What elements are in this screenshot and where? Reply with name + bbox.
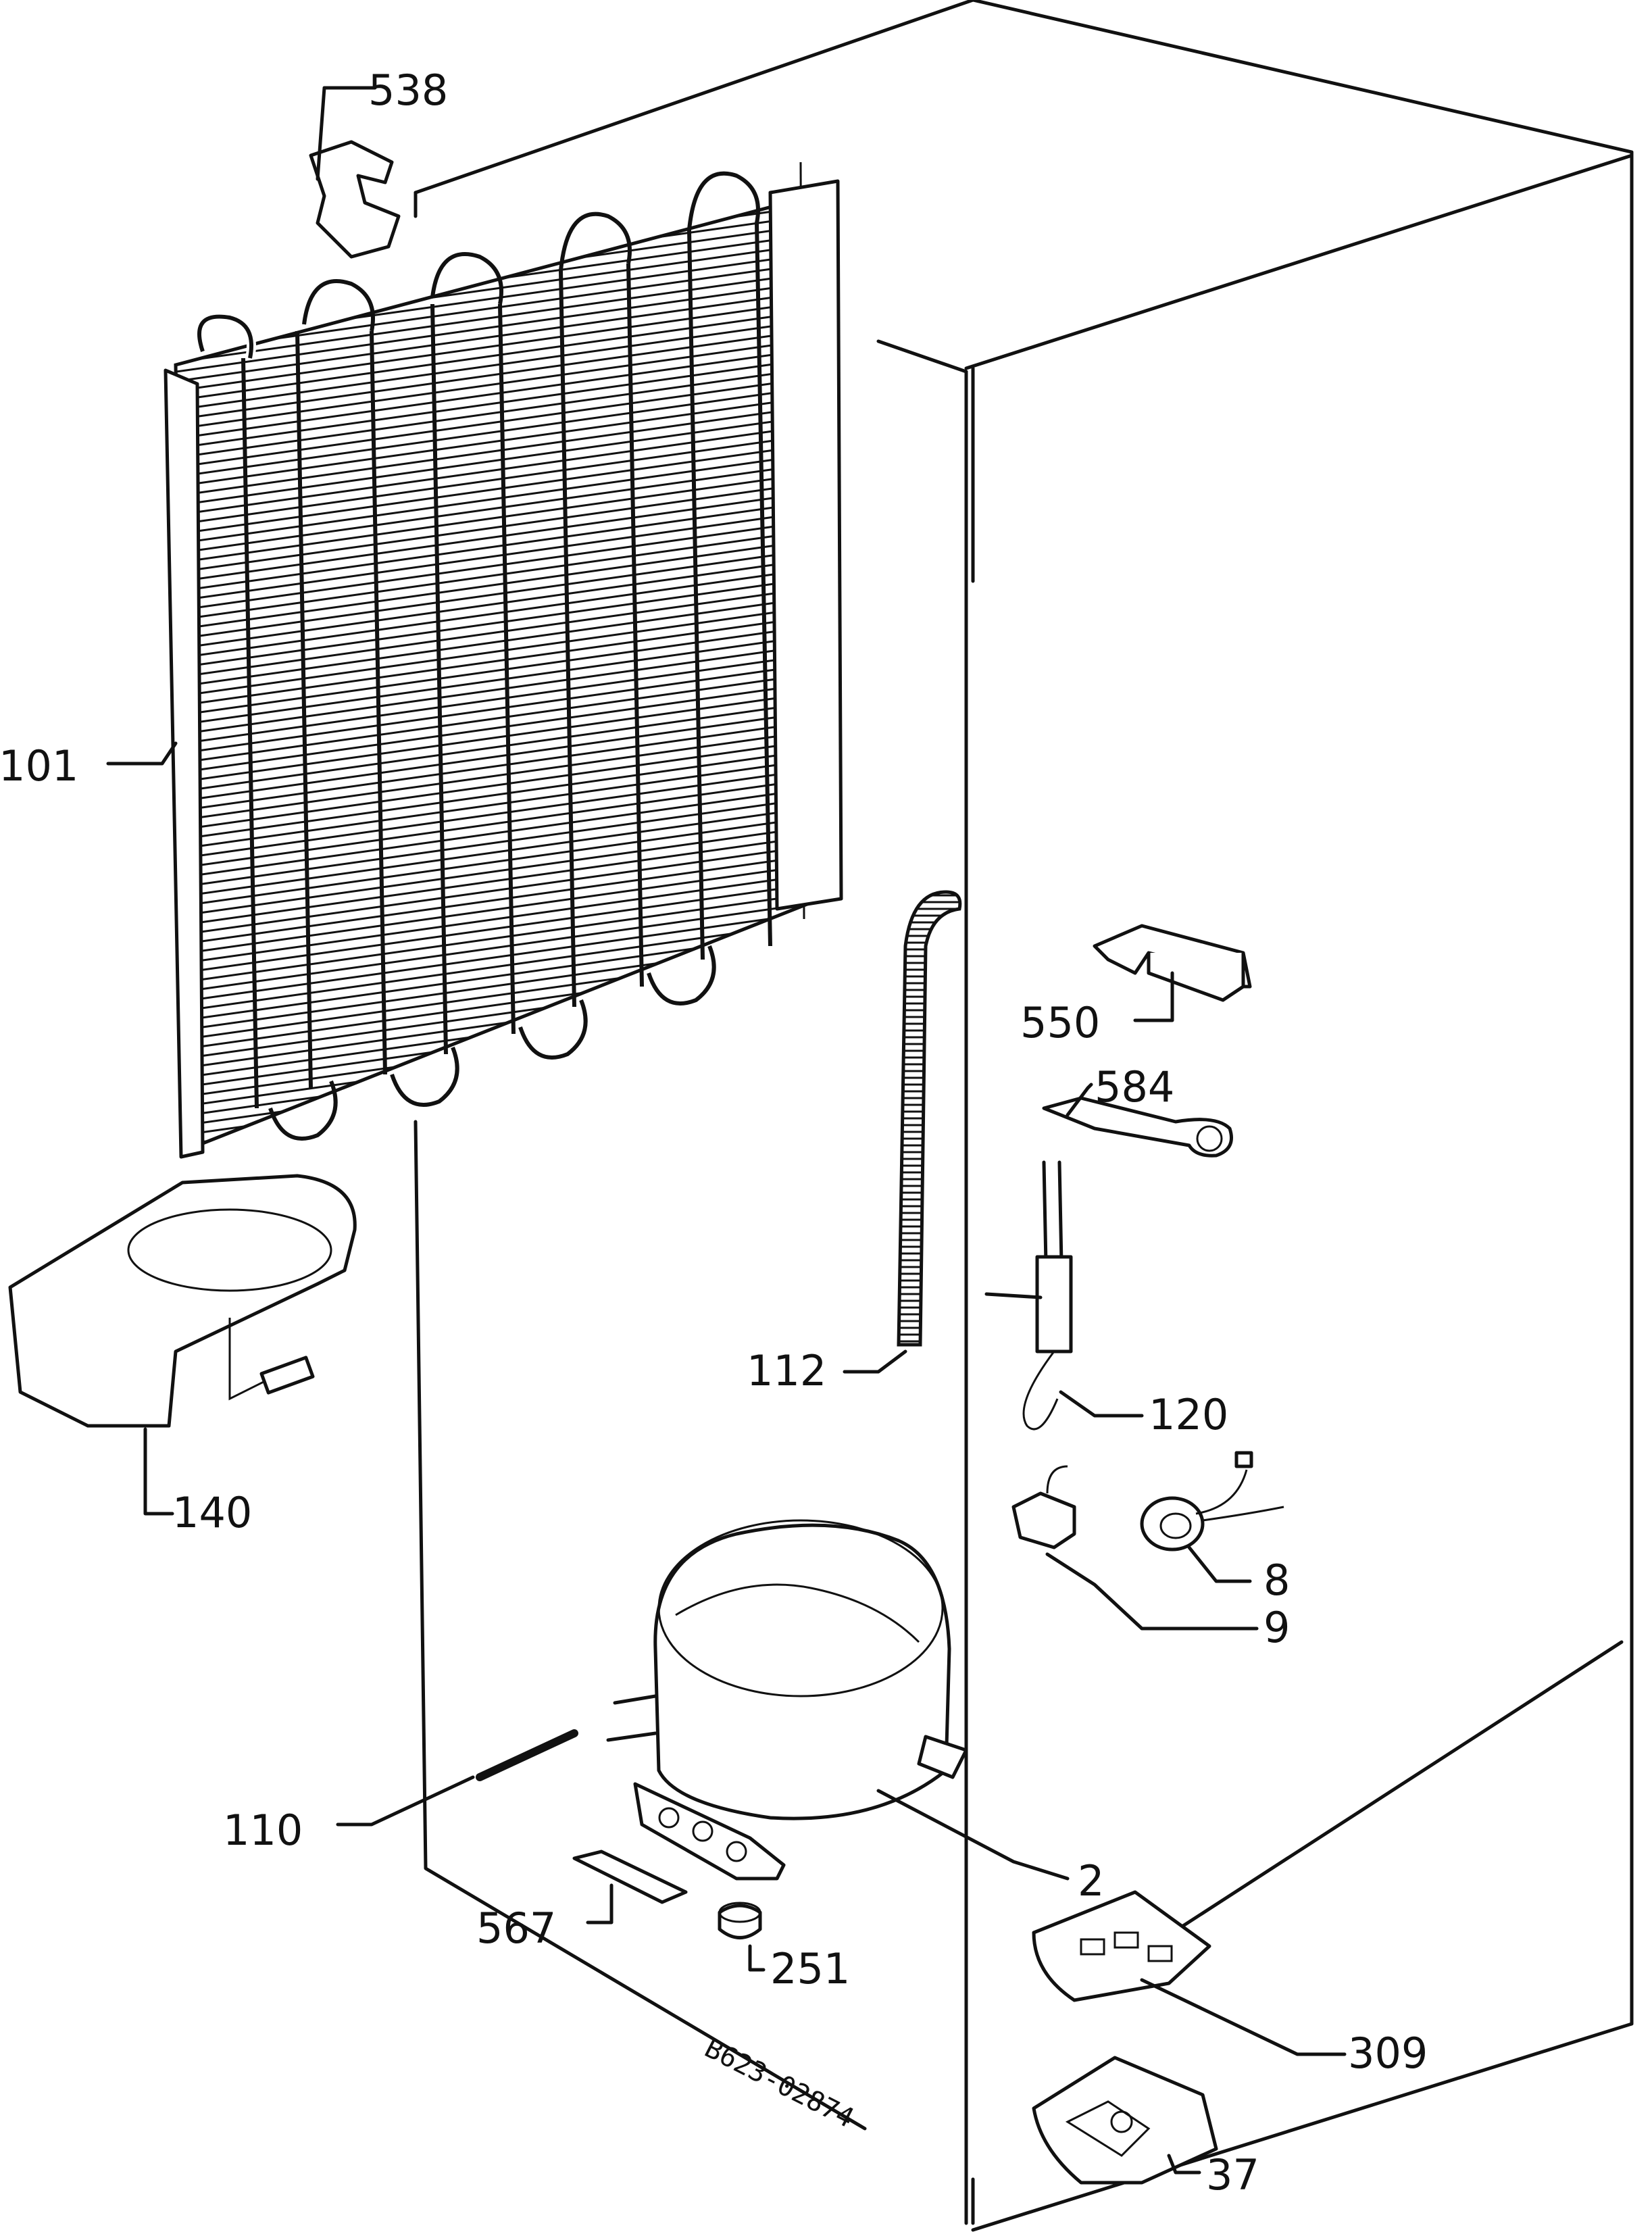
callout-9: 9 [1263, 1603, 1290, 1652]
drip-tray-140 [8, 1174, 357, 1516]
compressor-2 [606, 1519, 1070, 1881]
thermostat-120 [984, 1160, 1144, 1431]
plate-567 [572, 1850, 688, 1925]
callout-251: 251 [770, 1944, 850, 1993]
callout-584: 584 [1095, 1062, 1174, 1112]
leader-101 [106, 741, 178, 766]
callout-140: 140 [172, 1488, 252, 1537]
callout-8: 8 [1263, 1556, 1290, 1605]
starter-9 [1011, 1465, 1259, 1631]
relay-box-309 [1032, 1890, 1347, 2056]
callout-567: 567 [476, 1904, 556, 1953]
callout-112: 112 [747, 1346, 826, 1395]
callout-309: 309 [1348, 2029, 1428, 2078]
bracket-550 [1093, 924, 1252, 1022]
tube-110 [336, 1729, 578, 1827]
callout-550: 550 [1020, 998, 1100, 1047]
callout-37: 37 [1206, 2150, 1259, 2200]
drawing-code: B623-02874 [699, 2033, 858, 2134]
clip-538 [309, 86, 401, 259]
condenser-grille [164, 171, 843, 1159]
grommet-8 [1140, 1451, 1284, 1583]
callout-110: 110 [223, 1806, 303, 1855]
callout-2: 2 [1078, 1856, 1104, 1906]
callout-120: 120 [1149, 1390, 1228, 1439]
drain-hose-112 [843, 890, 962, 1374]
base-box-37 [1032, 2056, 1218, 2185]
lever-584 [1042, 1083, 1233, 1158]
grommet-251 [718, 1902, 766, 1972]
callout-538: 538 [368, 66, 448, 115]
callout-101: 101 [0, 741, 78, 791]
